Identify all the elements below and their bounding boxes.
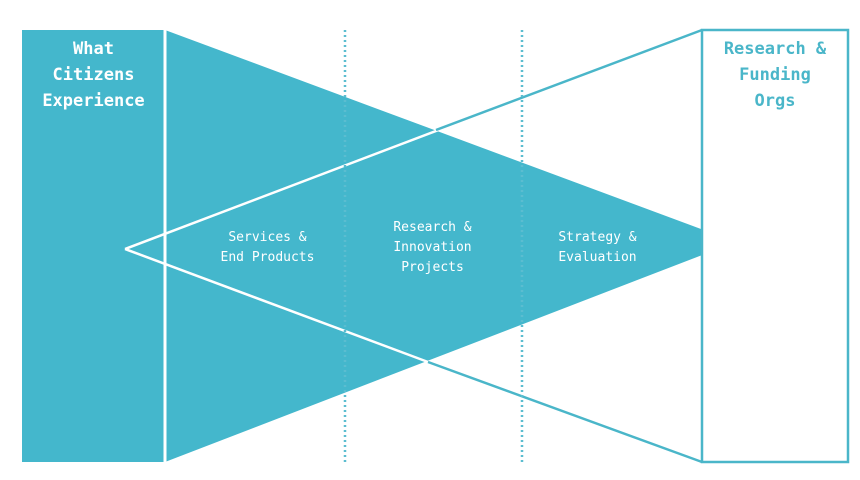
stage-research-label: Research & Innovation Projects [393, 220, 472, 275]
citizens-box [22, 30, 165, 462]
funding-triangle-upper-teal [435, 28, 703, 132]
funding-orgs-label: Research & Funding Orgs [723, 39, 827, 111]
stage-services-label: Services & End Products [220, 230, 315, 265]
citizens-label: What Citizens Experience [42, 39, 145, 111]
funding-triangle-lower-white [124, 247, 429, 364]
citizen-triangle [165, 30, 736, 462]
funding-triangle-lower-teal [427, 360, 703, 464]
funding-orgs-box [700, 28, 850, 464]
stage-strategy-label: Strategy & Evaluation [558, 230, 637, 265]
